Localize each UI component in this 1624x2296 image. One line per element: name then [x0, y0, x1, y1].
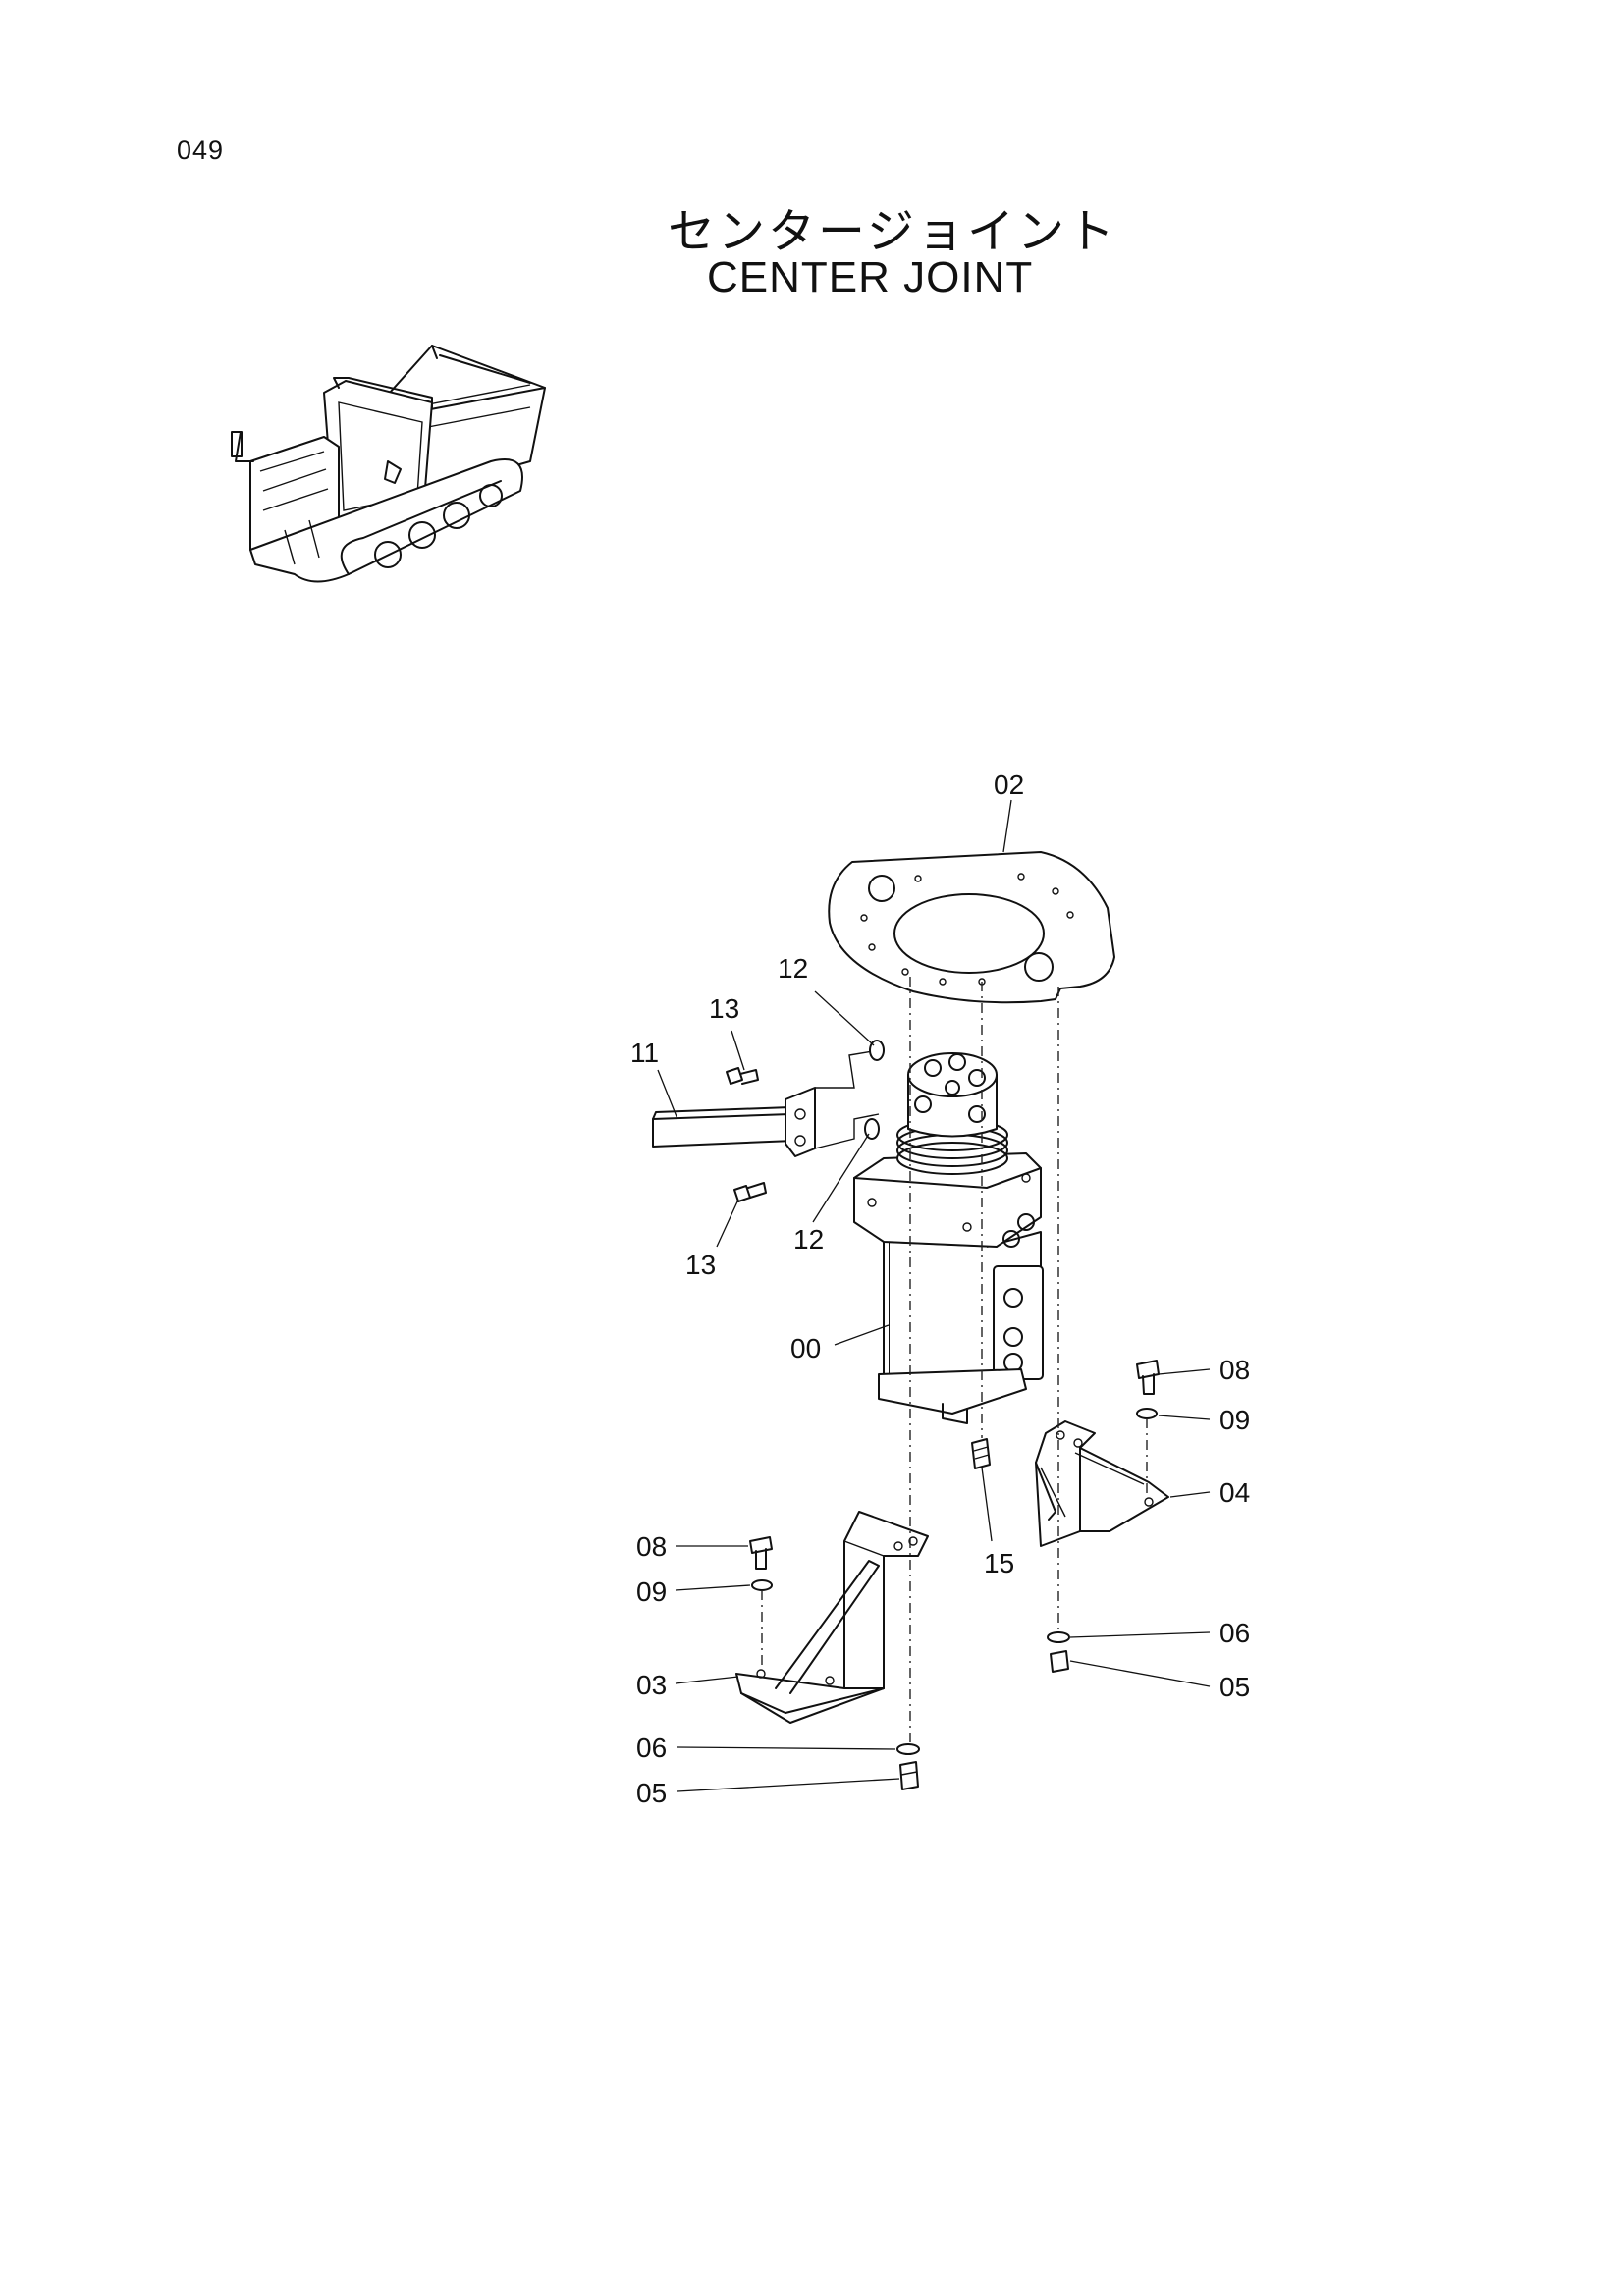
page-number: 049	[177, 135, 225, 165]
label-05-right: 05	[1219, 1672, 1250, 1702]
label-15: 15	[984, 1548, 1014, 1578]
label-04: 04	[1219, 1477, 1250, 1508]
washer-06-left-icon	[896, 1743, 920, 1755]
title-japanese: センタージョイント	[668, 204, 1118, 259]
bolt-15-icon	[971, 1438, 991, 1469]
leader-lines	[657, 799, 1211, 1792]
label-09-left: 09	[636, 1576, 667, 1607]
label-09-right: 09	[1219, 1405, 1250, 1435]
machine-thumbnail-icon	[231, 345, 546, 583]
part-00-center-joint	[853, 1052, 1044, 1424]
bolt-13-lower-icon	[733, 1182, 767, 1202]
label-12-upper: 12	[778, 953, 808, 984]
bolt-08-left-icon	[749, 1536, 773, 1570]
label-08-right: 08	[1219, 1355, 1250, 1385]
part-02-plate	[828, 851, 1115, 1004]
label-12-lower: 12	[793, 1224, 824, 1255]
label-13-lower: 13	[685, 1250, 716, 1280]
label-06-right: 06	[1219, 1618, 1250, 1648]
label-13-upper: 13	[709, 993, 739, 1024]
label-05-left: 05	[636, 1778, 667, 1808]
bolt-08-right-icon	[1136, 1360, 1160, 1395]
bolt-13-upper-icon	[726, 1067, 759, 1085]
label-06-left: 06	[636, 1733, 667, 1763]
part-03-bracket	[735, 1511, 929, 1724]
label-03: 03	[636, 1670, 667, 1700]
bolt-05-left-icon	[899, 1761, 919, 1790]
part-labels: 02 12 13 11 12 13 00 08 09 04 15 08 09 0…	[630, 770, 1250, 1808]
title-english: CENTER JOINT	[707, 253, 1034, 301]
part-04-bracket	[1035, 1420, 1169, 1547]
label-00: 00	[790, 1333, 821, 1363]
washer-09-left-icon	[751, 1579, 773, 1591]
label-11: 11	[630, 1038, 659, 1068]
washer-09-right-icon	[1136, 1408, 1158, 1419]
bolt-05-right-icon	[1050, 1650, 1069, 1673]
part-11-stopper	[652, 1049, 880, 1157]
label-08-left: 08	[636, 1531, 667, 1562]
assembly-center-lines	[761, 977, 1148, 1747]
label-02: 02	[994, 770, 1024, 800]
washer-06-right-icon	[1047, 1631, 1070, 1643]
